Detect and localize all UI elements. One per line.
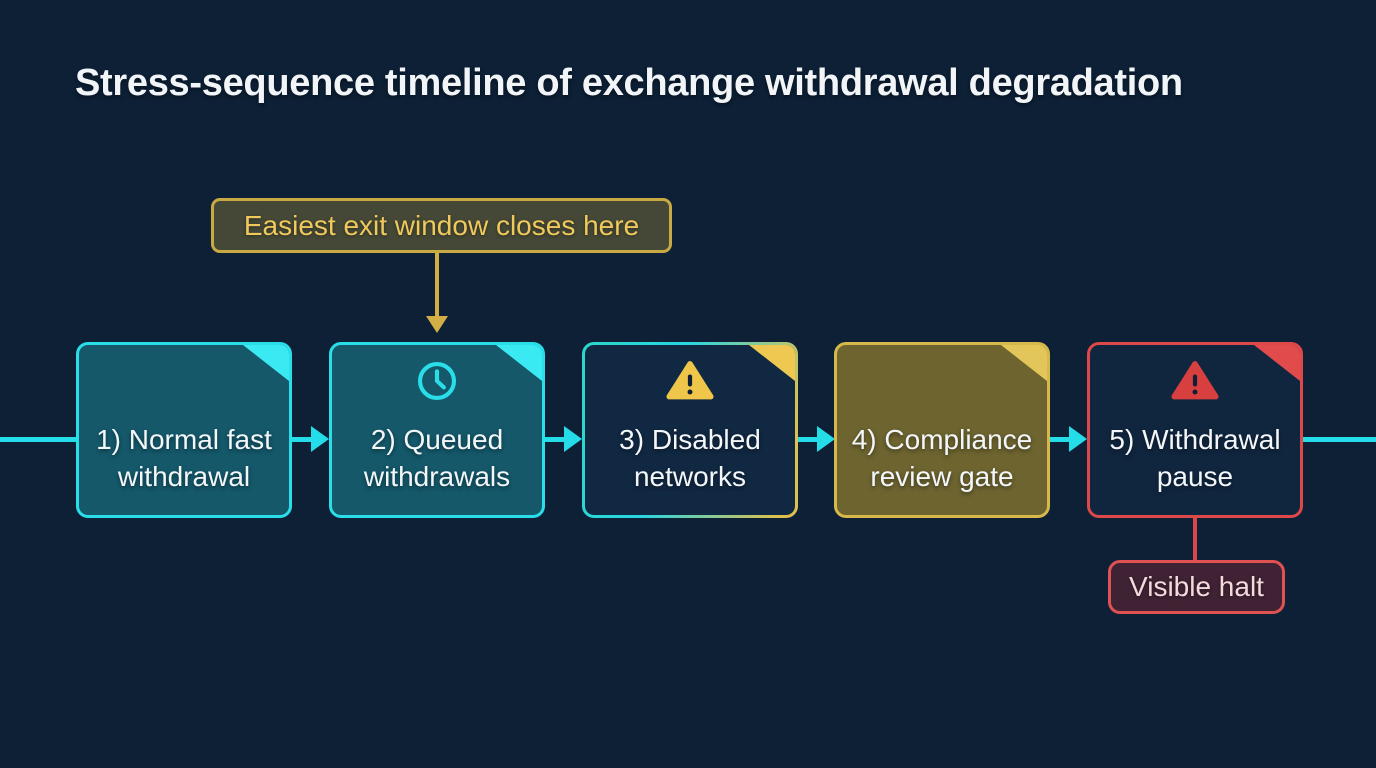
arrow-shaft — [545, 437, 567, 442]
stage-label-line1: 2) Queued — [370, 424, 504, 455]
halt-connector-line — [1193, 518, 1197, 562]
folded-corner-icon — [243, 345, 289, 381]
clock-icon — [415, 359, 459, 408]
arrow-shaft — [292, 437, 314, 442]
stage-box-queued-withdrawals: 2) Queued withdrawals — [329, 342, 545, 518]
stage-body: 2) Queued withdrawals — [332, 345, 542, 515]
warning-icon — [1171, 359, 1219, 407]
arrow-shaft — [798, 437, 820, 442]
stage-body: 1) Normal fast withdrawal — [79, 345, 289, 515]
flow-arrow-2 — [545, 425, 582, 453]
stage-box-normal-fast-withdrawal: 1) Normal fast withdrawal — [76, 342, 292, 518]
callout-box: Easiest exit window closes here — [211, 198, 672, 253]
stage-body: 3) Disabled networks — [585, 345, 795, 515]
halt-label: Visible halt — [1129, 571, 1264, 602]
arrow-right-icon — [311, 426, 329, 452]
folded-corner-icon — [496, 345, 542, 381]
stage-box-disabled-networks: 3) Disabled networks — [582, 342, 798, 518]
arrow-shaft — [1050, 437, 1072, 442]
diagram-title: Stress-sequence timeline of exchange wit… — [75, 62, 1183, 104]
stage-label: 5) Withdrawal pause — [1090, 421, 1300, 495]
stage-label-line1: 5) Withdrawal — [1109, 424, 1281, 455]
stage-label-line1: 3) Disabled — [619, 424, 761, 455]
stage-label: 1) Normal fast withdrawal — [79, 421, 289, 495]
arrow-right-icon — [564, 426, 582, 452]
flow-arrow-3 — [798, 425, 835, 453]
callout-label: Easiest exit window closes here — [243, 209, 640, 241]
flow-arrow-1 — [292, 425, 329, 453]
stage-body: 4) Compliance review gate — [837, 345, 1047, 515]
arrow-right-icon — [817, 426, 835, 452]
stage-body: 5) Withdrawal pause — [1090, 345, 1300, 515]
halt-label-box: Visible halt — [1108, 560, 1285, 614]
folded-corner-icon — [1254, 345, 1300, 381]
stage-label-line1: 4) Compliance — [851, 424, 1033, 455]
stage-label-line2: review gate — [870, 461, 1014, 492]
stage-label-line2: networks — [633, 461, 747, 492]
warning-icon — [666, 359, 714, 407]
stage-label-line1: 1) Normal fast — [96, 424, 272, 455]
stage-label: 3) Disabled networks — [585, 421, 795, 495]
flow-arrow-4 — [1050, 425, 1087, 453]
stage-label-line2: withdrawals — [363, 461, 511, 492]
folded-corner-icon — [749, 345, 795, 381]
stage-label: 2) Queued withdrawals — [332, 421, 542, 495]
stage-label-line2: withdrawal — [117, 461, 251, 492]
arrow-right-icon — [1069, 426, 1087, 452]
stage-box-compliance-review-gate: 4) Compliance review gate — [834, 342, 1050, 518]
stage-box-withdrawal-pause: 5) Withdrawal pause — [1087, 342, 1303, 518]
stage-label: 4) Compliance review gate — [837, 421, 1047, 495]
folded-corner-icon — [1001, 345, 1047, 381]
timeline-line-right — [1299, 437, 1376, 442]
stage-label-line2: pause — [1156, 461, 1234, 492]
timeline-line-left — [0, 437, 80, 442]
callout-arrow-head-icon — [426, 316, 448, 333]
callout-arrow-stem — [435, 253, 439, 317]
